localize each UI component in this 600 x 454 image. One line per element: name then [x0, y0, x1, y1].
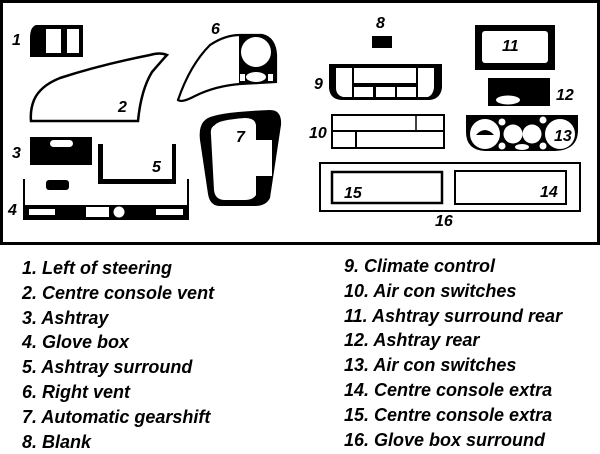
part-label-15: 15 [344, 185, 363, 202]
part-12-ashtray-rear [488, 78, 550, 106]
legend-item: 12. Ashtray rear [344, 330, 480, 351]
part-6-right-vent [176, 33, 278, 102]
legend-item: 15. Centre console extra [344, 404, 553, 425]
part-13-air-con-switches [466, 115, 578, 151]
part-label-1: 1 [12, 32, 21, 49]
part-label-8: 8 [376, 15, 385, 32]
part-label-13: 13 [554, 128, 572, 145]
legend-right-column: 9. Climate control 10. Air con switches … [344, 254, 562, 452]
legend-item: 2. Centre console vent [22, 282, 215, 303]
part-9-climate-control [329, 64, 442, 100]
legend-item: 9. Climate control [344, 256, 496, 276]
diagram-frame [0, 0, 600, 245]
legend-item: 11. Ashtray surround rear [344, 305, 563, 326]
legend-item: 13. Air con switches [344, 355, 517, 376]
legend-item: 1. Left of steering [22, 258, 173, 278]
part-1-left-of-steering [30, 25, 83, 57]
part-16-glove-box-surround [319, 162, 581, 212]
part-label-14: 14 [540, 184, 558, 201]
part-label-3: 3 [12, 145, 21, 162]
legend-left-column: 1. Left of steering 2. Centre console ve… [22, 256, 214, 454]
part-label-12: 12 [556, 87, 574, 104]
part-8-blank [372, 36, 392, 48]
legend-item: 14. Centre console extra [344, 379, 553, 400]
part-label-6: 6 [211, 21, 220, 38]
parts-diagram: 1 2 3 5 4 6 7 [7, 15, 581, 230]
part-label-2: 2 [117, 99, 127, 116]
legend-item: 3. Ashtray [22, 307, 109, 328]
legend-item: 8. Blank [22, 431, 92, 452]
part-15-centre-console-extra [330, 170, 444, 205]
legend-item: 16. Glove box surround [344, 429, 546, 450]
legend-item: 6. Right vent [22, 381, 131, 402]
part-7-automatic-gearshift [199, 110, 282, 206]
part-3-ashtray [30, 137, 92, 165]
part-14-centre-console-extra [454, 170, 567, 205]
part-label-4: 4 [7, 202, 17, 219]
legend-item: 5. Ashtray surround [22, 357, 193, 378]
part-10-air-con-switches [331, 114, 445, 149]
legend-item: 7. Automatic gearshift [22, 406, 211, 427]
part-label-5: 5 [152, 159, 162, 176]
legend-item: 10. Air con switches [344, 280, 517, 301]
part-label-10: 10 [309, 125, 327, 142]
part-label-7: 7 [236, 129, 246, 146]
part-5-ashtray-surround [98, 144, 176, 184]
legend-item: 4. Glove box [22, 332, 130, 353]
part-4-glove-box [23, 179, 189, 220]
part-2-centre-console-vent [29, 52, 170, 123]
part-11-ashtray-surround-rear [475, 25, 555, 70]
part-label-9: 9 [314, 76, 323, 93]
part-label-16: 16 [435, 213, 453, 230]
part-label-11: 11 [502, 38, 519, 55]
